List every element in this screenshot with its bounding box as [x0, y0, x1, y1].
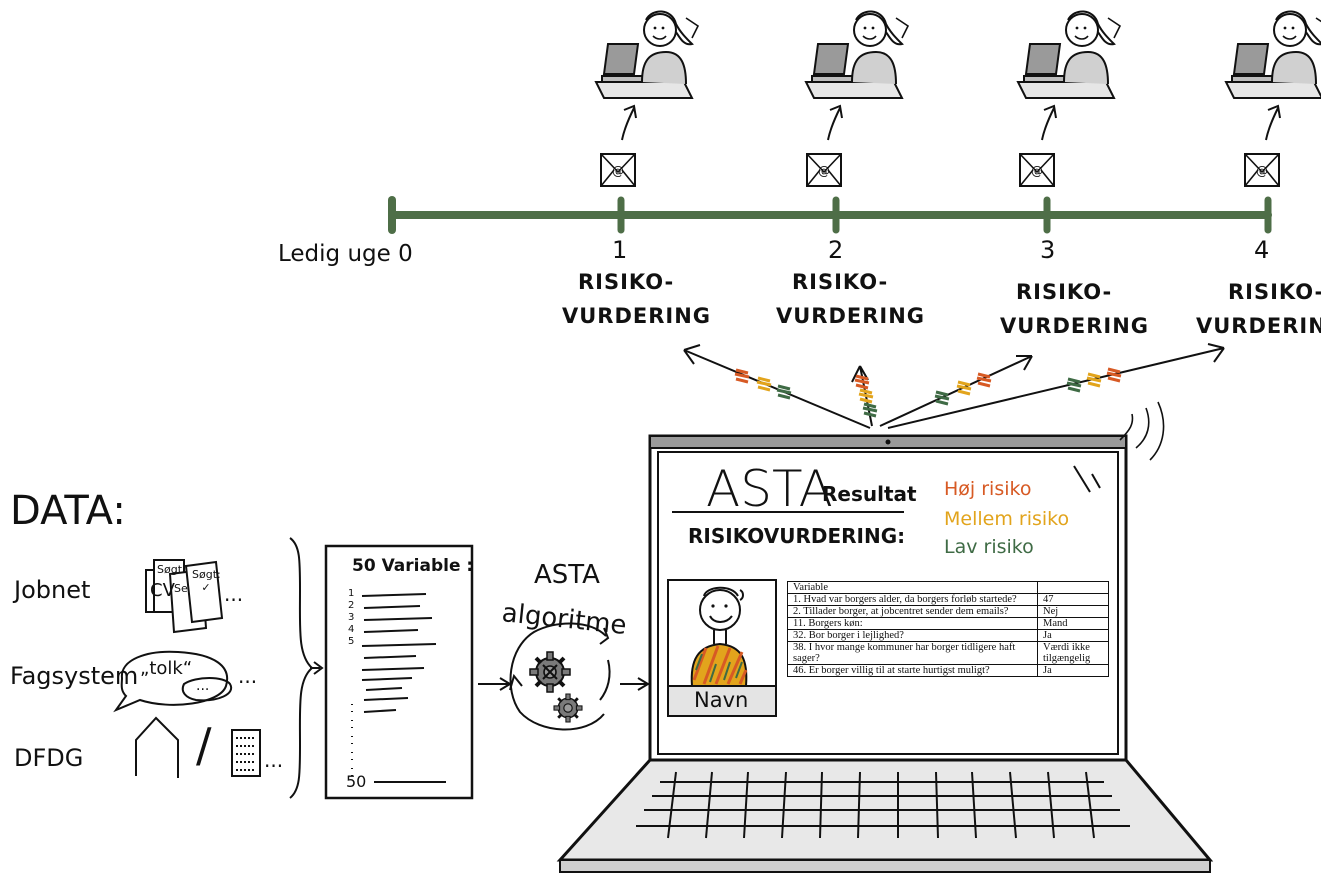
- doc-label: Se: [174, 582, 188, 595]
- arrow-icon: [478, 677, 512, 691]
- legend-high-risk: Høj risiko: [944, 478, 1032, 500]
- screen-heading: RISIKOVURDERING:: [688, 524, 906, 548]
- table-question: 11. Borgers køn:: [787, 617, 1038, 630]
- variable-number: 5: [348, 636, 355, 647]
- table-value: Ja: [1037, 629, 1109, 642]
- week-risk-label: VURDERING: [776, 304, 926, 328]
- risk-beads: [733, 367, 1123, 418]
- variable-number: 50: [346, 772, 367, 791]
- algorithm-cycle: [509, 622, 611, 731]
- variables-table: Variable 1. Hvad var borgers alder, da b…: [787, 581, 1109, 677]
- table-value: Værdi ikke tilgængelig: [1037, 641, 1109, 665]
- email-envelope-icon: [806, 153, 842, 187]
- caseworker-2: [805, 10, 909, 100]
- email-envelope-icon: [600, 153, 636, 187]
- table-question: 32. Bor borger i lejlighed?: [787, 629, 1038, 642]
- table-question: 1. Hvad var borgers alder, da borgers fo…: [787, 593, 1038, 606]
- table-value: Mand: [1037, 617, 1109, 630]
- screen-title: ASTA: [706, 460, 833, 518]
- email-envelope-icon: [1244, 153, 1280, 187]
- week-risk-label: VURDERING: [1196, 314, 1321, 338]
- table-row: 46. Er borger villig til at starte hurti…: [787, 664, 1109, 677]
- bubble-ellipsis: ...: [196, 678, 210, 694]
- algorithm-title: ASTA: [534, 560, 600, 590]
- cv-doc-label: CV: [150, 580, 175, 601]
- doc-label: Søgt: ✓: [192, 568, 221, 594]
- legend-low-risk: Lav risiko: [944, 536, 1034, 558]
- table-row: 11. Borgers køn: Mand: [787, 617, 1109, 630]
- risk-arrows: [683, 343, 1225, 429]
- week-risk-label: RISIKO-: [1016, 280, 1113, 304]
- data-title: DATA:: [10, 488, 126, 534]
- week-risk-label: RISIKO-: [1228, 280, 1321, 304]
- table-row: 2. Tillader borger, at jobcentret sender…: [787, 605, 1109, 618]
- week-number: 4: [1254, 236, 1270, 264]
- data-source-icons: [113, 537, 324, 799]
- week-number: 1: [612, 236, 628, 264]
- week-number: 3: [1040, 236, 1056, 264]
- doc-label: Søgt: [157, 563, 183, 576]
- variables-list-paper: [324, 544, 474, 800]
- table-value: 47: [1037, 593, 1109, 606]
- data-source-label: Fagsystem: [10, 662, 139, 690]
- table-question: 2. Tillader borger, at jobcentret sender…: [787, 605, 1038, 618]
- up-arrow-icon: [621, 104, 1281, 141]
- caseworker-3: [1017, 10, 1121, 100]
- caseworker-1: [595, 10, 699, 100]
- variable-number: 4: [348, 624, 355, 635]
- table-header-value: [1037, 581, 1109, 594]
- variables-title: 50 Variable :: [352, 556, 474, 576]
- table-value: Nej: [1037, 605, 1109, 618]
- table-value: Ja: [1037, 664, 1109, 677]
- screen-subtitle: Resultat: [822, 482, 917, 506]
- week-risk-label: VURDERING: [562, 304, 712, 328]
- more-ellipsis: ...: [264, 748, 284, 772]
- more-ellipsis: ...: [224, 582, 244, 606]
- gear-icon: [552, 692, 584, 724]
- table-header-row: Variable: [787, 581, 1109, 594]
- table-row: 32. Bor borger i lejlighed? Ja: [787, 629, 1109, 642]
- week-number: 2: [828, 236, 844, 264]
- table-row: 38. I hvor mange kommuner har borger tid…: [787, 641, 1109, 665]
- week-risk-label: RISIKO-: [792, 270, 889, 294]
- week-risk-label: RISIKO-: [578, 270, 675, 294]
- table-question: 38. I hvor mange kommuner har borger tid…: [787, 641, 1038, 665]
- table-row: 1. Hvad var borgers alder, da borgers fo…: [787, 593, 1109, 606]
- week-risk-label: VURDERING: [1000, 314, 1150, 338]
- bubble-text: „tolk“: [140, 658, 193, 679]
- table-header: Variable: [787, 581, 1038, 594]
- more-ellipsis: ...: [238, 664, 258, 688]
- arrow-icon: [620, 677, 650, 691]
- caseworker-4: [1225, 10, 1321, 100]
- profile-name: Navn: [694, 688, 749, 712]
- variable-number: 1: [348, 588, 355, 599]
- variable-number: 2: [348, 600, 355, 611]
- separator-slash: /: [196, 718, 212, 772]
- data-source-label: Jobnet: [14, 576, 91, 604]
- legend-medium-risk: Mellem risiko: [944, 508, 1070, 530]
- data-source-label: DFDG: [14, 744, 84, 772]
- email-envelope-icon: [1019, 153, 1055, 187]
- variable-number: 3: [348, 612, 355, 623]
- table-question: 46. Er borger villig til at starte hurti…: [787, 664, 1038, 677]
- timeline-start-label: Ledig uge 0: [278, 241, 413, 267]
